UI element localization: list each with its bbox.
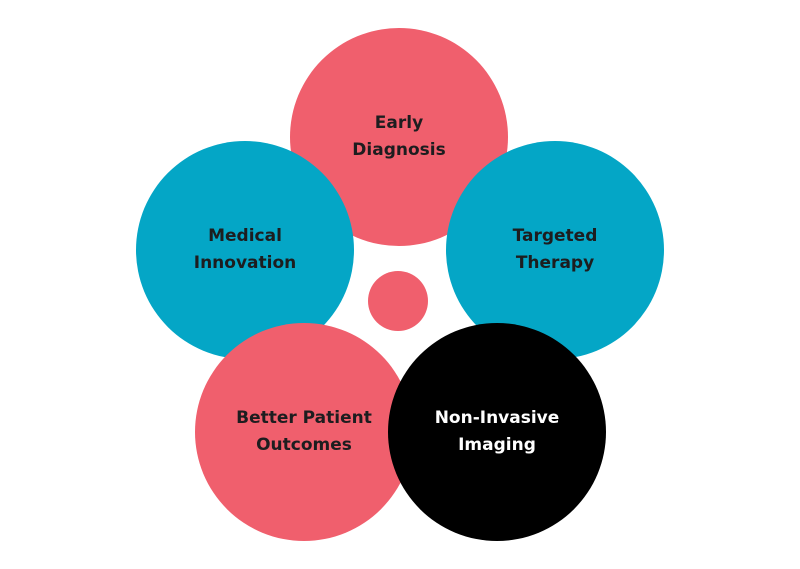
- better-patient-outcomes-label: Better Patient Outcomes: [236, 408, 372, 455]
- medical-innovation-label: Medical Innovation: [193, 226, 297, 273]
- non-invasive-imaging-circle: Non-Invasive Imaging: [388, 323, 606, 541]
- better-patient-outcomes-circle: Better Patient Outcomes: [195, 323, 413, 541]
- targeted-therapy-circle: Targeted Therapy: [446, 141, 664, 359]
- early-diagnosis-label: Early Diagnosis: [352, 113, 446, 160]
- medical-innovation-circle: Medical Innovation: [136, 141, 354, 359]
- targeted-therapy-label: Targeted Therapy: [512, 226, 598, 273]
- non-invasive-imaging-label: Non-Invasive Imaging: [434, 408, 560, 455]
- center-dot: [368, 271, 428, 331]
